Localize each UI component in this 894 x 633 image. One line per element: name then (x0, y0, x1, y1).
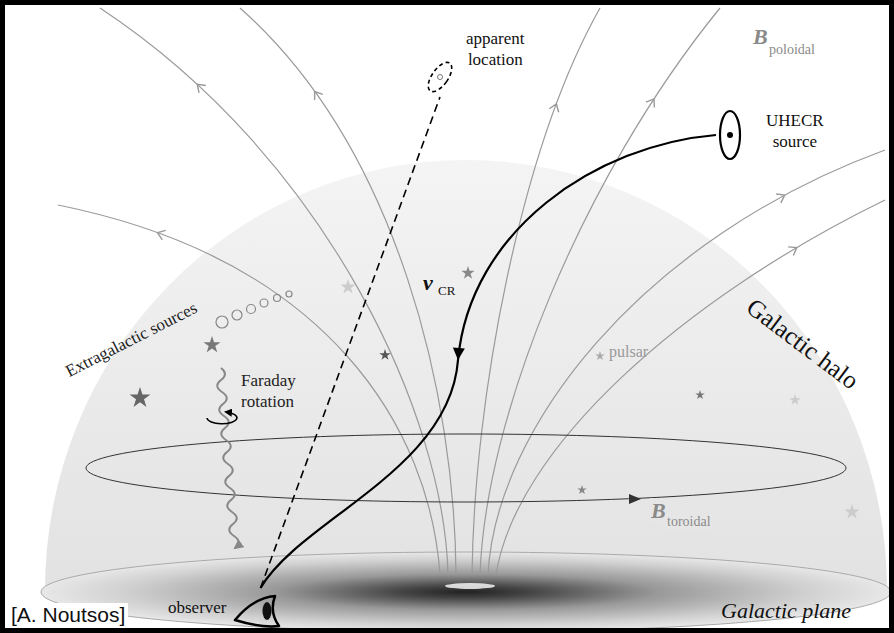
galactic-plane (41, 552, 891, 632)
field-arrow (311, 89, 323, 101)
line-of-sight (261, 97, 440, 588)
rotation-arrow (207, 412, 237, 424)
extragalactic-source (286, 291, 292, 297)
source-node: UHECR source (716, 108, 826, 162)
extragalactic-source (274, 295, 281, 302)
field-arrow (788, 243, 799, 255)
star (461, 266, 474, 279)
field-arrow (646, 96, 658, 107)
eye-outline (235, 596, 279, 626)
toroidal-field-ring (86, 434, 846, 502)
star (203, 336, 220, 352)
field-arrow (194, 81, 206, 93)
node-label: observer (168, 588, 227, 618)
node-label: UHECR source (764, 108, 826, 152)
apparent-location-ellipse (422, 57, 458, 97)
field-arrow (776, 191, 787, 203)
eye-pupil (262, 602, 271, 620)
poloidal-field-line (100, 8, 448, 575)
region-label: Galactic plane (720, 598, 852, 623)
process-label: Faraday rotation (240, 370, 297, 412)
star (130, 387, 151, 407)
extragalactic-source (260, 299, 268, 307)
credit-note: [A. Noutsos] (8, 603, 128, 627)
poloidal-field-line (488, 150, 885, 575)
object-label: pulsar (608, 343, 649, 361)
observer-node: observer (168, 588, 283, 630)
galactic-halo (45, 160, 887, 590)
region-label: Galactic halo (740, 292, 865, 396)
poloidal-field-line (472, 8, 600, 575)
pulsar-star (595, 351, 605, 360)
region-label: Extragalactic sources (62, 298, 202, 382)
faraday-wave (217, 368, 239, 548)
extragalactic-source (232, 310, 242, 320)
poloidal-field-line (496, 200, 885, 575)
field-subscript: poloidal (768, 42, 816, 58)
plane-highlight (445, 583, 495, 589)
node-label: apparent location (464, 28, 527, 70)
star (577, 485, 587, 494)
velocity-symbol: v (422, 270, 434, 295)
arrow-head (452, 348, 465, 361)
observer-eye (231, 588, 283, 630)
toroidal-arrow (629, 494, 641, 504)
field-symbol: B (650, 498, 667, 523)
star (379, 349, 390, 360)
velocity-subscript: CR (437, 284, 456, 299)
poloidal-field-line (240, 8, 456, 575)
source-outline (720, 111, 740, 159)
field-symbol: B (752, 24, 769, 49)
poloidal-field-line (58, 205, 440, 575)
poloidal-field-line (480, 8, 720, 575)
source-dot (727, 132, 733, 138)
field-subscript: toroidal (666, 514, 712, 530)
star (789, 394, 800, 405)
extragalactic-source (247, 305, 256, 314)
apparent-location-node: apparent location (418, 28, 527, 97)
apparent-point (438, 75, 443, 80)
star (695, 390, 705, 399)
extragalactic-source (216, 316, 228, 328)
star (340, 279, 355, 293)
field-arrow (549, 102, 561, 112)
star (844, 504, 859, 518)
cosmic-ray-trajectory (261, 135, 716, 588)
source-ellipse (716, 108, 744, 162)
dashed-ellipse (424, 58, 457, 95)
field-arrow (156, 228, 166, 240)
